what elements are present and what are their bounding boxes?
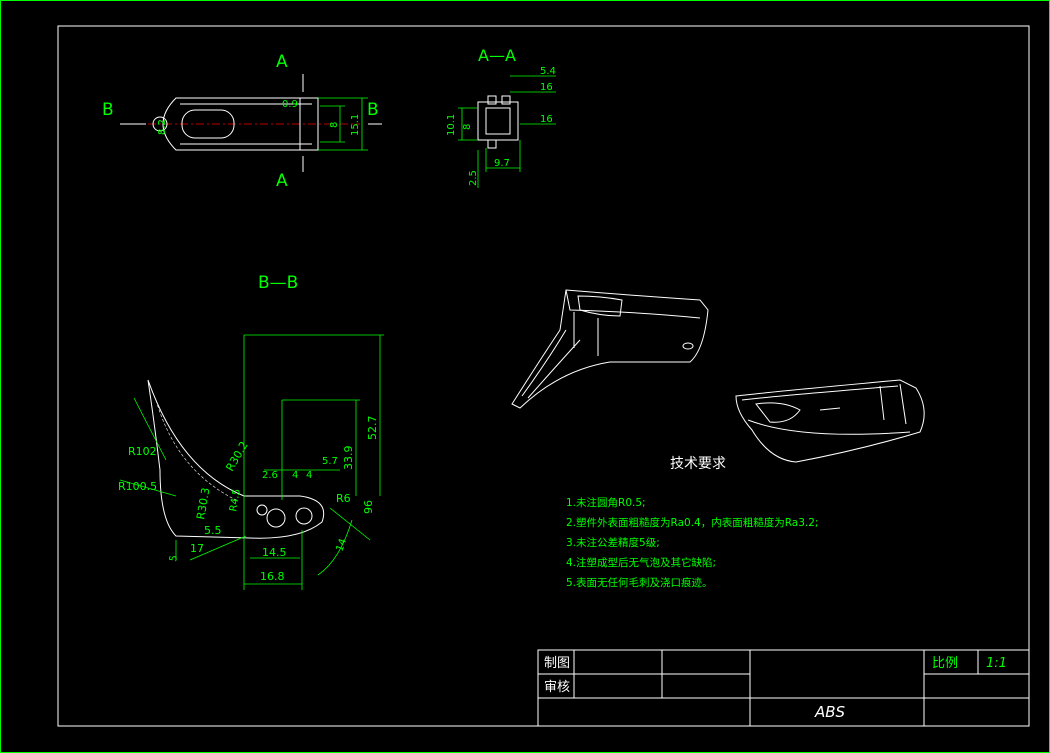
cut-a-bottom-label: A — [276, 171, 288, 191]
dim-5-7: 5.7 — [322, 456, 338, 467]
tech-req-item-2: 2.塑件外表面粗糙度为Ra0.4，内表面粗糙度为Ra3.2; — [566, 516, 818, 529]
dim-r4-5: R4.5 — [228, 488, 243, 512]
scale-value: 1:1 — [986, 656, 1007, 671]
dim-r30-2: R30.2 — [223, 439, 250, 473]
scale-label: 比例 — [932, 656, 958, 671]
dim-2-5: 2.5 — [468, 170, 479, 186]
section-aa-labels: A—A 5.4 16 16 10.1 8 2.5 9.7 — [446, 46, 556, 186]
section-bb-labels: B—B R102 R100.5 R30.2 R30.3 R6 R4.5 5.5 … — [118, 273, 379, 583]
isometric-view-1 — [511, 289, 709, 409]
dim-2-6: 2.6 — [262, 470, 278, 481]
section-bb-title: B—B — [258, 273, 298, 293]
dim-r102: R102 — [128, 445, 157, 458]
isometric-view-2 — [735, 379, 925, 463]
dim-5-5: 5.5 — [204, 524, 222, 537]
dim-16-b: 16 — [540, 114, 553, 125]
dim-5-4: 5.4 — [540, 66, 556, 77]
dim-33-9: 33.9 — [342, 446, 355, 471]
dim-5: 5 — [168, 554, 180, 562]
tech-req-item-5: 5.表面无任何毛刺及浇口痕迹。 — [566, 576, 713, 589]
dim-r30-3: R30.3 — [194, 487, 212, 521]
dim-4-b: 4 — [306, 470, 312, 481]
cut-b-right-label: B — [367, 100, 379, 120]
cut-b-left-label: B — [102, 100, 114, 120]
checked-by-label: 审核 — [544, 680, 570, 695]
title-block — [537, 649, 1030, 727]
dim-14-5: 14.5 — [262, 546, 287, 559]
tech-requirements-title: 技术要求 — [670, 456, 726, 472]
dim-4-a: 4 — [292, 470, 298, 481]
dim-16-a: 16 — [540, 82, 553, 93]
dim-10-1: 10.1 — [446, 114, 457, 136]
dim-52-7: 52.7 — [366, 416, 379, 441]
dim-8-aa: 8 — [462, 124, 473, 130]
dim-96: 96 — [362, 500, 375, 514]
drawn-by-label: 制图 — [544, 656, 570, 671]
section-bb — [119, 334, 384, 590]
dim-8-2: 8.2 — [157, 119, 168, 135]
material-label: ABS — [814, 703, 846, 721]
dim-15-1: 15.1 — [350, 114, 361, 136]
top-view — [120, 74, 382, 172]
top-view-labels: A A B B 8.2 0.9 8 15.1 — [102, 52, 379, 191]
section-aa-title: A—A — [478, 46, 516, 65]
dim-r6: R6 — [336, 492, 351, 505]
tech-req-item-1: 1.未注圆角R0.5; — [566, 496, 646, 509]
dim-r100-5: R100.5 — [118, 480, 157, 493]
tech-requirements: 技术要求 1.未注圆角R0.5; 2.塑件外表面粗糙度为Ra0.4，内表面粗糙度… — [566, 456, 818, 589]
dim-8: 8 — [329, 122, 340, 128]
dim-9-7: 9.7 — [494, 158, 510, 169]
title-block-labels: 制图 审核 比例 1:1 ABS — [544, 656, 1007, 721]
dim-17: 17 — [190, 542, 204, 555]
tech-req-item-4: 4.注塑成型后无气泡及其它缺陷; — [566, 556, 716, 569]
dim-0-9: 0.9 — [282, 99, 298, 110]
cut-a-top-label: A — [276, 52, 288, 72]
inner-border — [57, 25, 1030, 727]
dim-16-8: 16.8 — [260, 570, 285, 583]
section-aa — [458, 75, 556, 188]
tech-req-item-3: 3.未注公差精度5级; — [566, 536, 660, 549]
dim-14: 14 — [334, 537, 349, 553]
